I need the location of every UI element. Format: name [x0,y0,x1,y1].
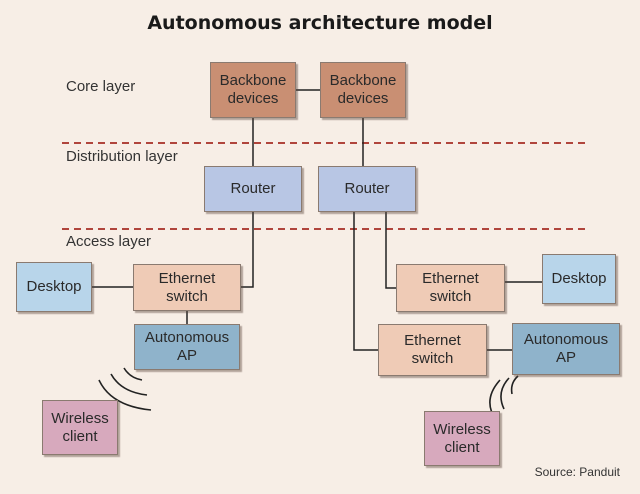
ethernet-switch-left: Ethernet switch [133,264,241,311]
wireless-client-right: Wireless client [424,411,500,466]
link-router-switch-right-top [385,212,396,289]
backbone-devices-right: Backbone devices [320,62,406,118]
link-router-switch-left [241,212,254,288]
distribution-layer-label: Distribution layer [66,148,178,165]
wireless-signal-left-icon [98,367,152,411]
backbone-devices-left: Backbone devices [210,62,296,118]
access-layer-label: Access layer [66,233,152,250]
wireless-client-left: Wireless client [42,400,118,455]
diagram-title: Autonomous architecture model [147,12,493,34]
router-left: Router [204,166,302,212]
router-right: Router [318,166,416,212]
ethernet-switch-right-bottom: Ethernet switch [378,324,487,376]
core-layer-label: Core layer [66,78,136,95]
source-credit: Source: Panduit [534,465,620,479]
autonomous-ap-right: Autonomous AP [512,323,620,375]
desktop-right: Desktop [542,254,616,304]
desktop-left: Desktop [16,262,92,312]
link-router-switch-right-bottom [353,212,378,351]
autonomous-ap-left: Autonomous AP [134,324,240,370]
ethernet-switch-right-top: Ethernet switch [396,264,505,312]
